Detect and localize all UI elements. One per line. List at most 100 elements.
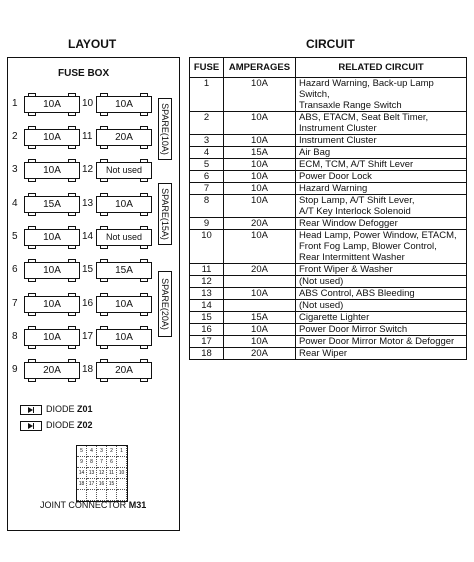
related-circuit-cell: Power Door Mirror Motor & Defogger — [295, 335, 467, 348]
circuit-line: ABS Control, ABS Bleeding — [299, 288, 415, 299]
table-row: 14(Not used) — [189, 299, 467, 312]
fuse-terminal — [100, 126, 108, 129]
circuit-line: Instrument Cluster — [299, 135, 377, 146]
fuse-terminal — [100, 346, 108, 349]
amperage-cell: 10A — [223, 335, 296, 348]
circuit-line: Front Fog Lamp, Blower Control, — [299, 241, 437, 252]
fuse-cell: 4 — [189, 146, 224, 159]
fuse-terminal — [28, 279, 36, 282]
fuse-terminal — [68, 279, 76, 282]
related-circuit-cell: Stop Lamp, A/T Shift Lever,A/T Key Inter… — [295, 194, 467, 218]
table-header-row: FUSE AMPERAGES RELATED CIRCUIT — [189, 57, 467, 78]
fuse-cell: 16 — [189, 323, 224, 336]
fuse-cell: 6 — [189, 170, 224, 183]
connector-pin: 18 — [77, 479, 87, 490]
connector-pin — [77, 490, 87, 501]
fuse-terminal — [28, 146, 36, 149]
connector-pin — [117, 457, 127, 468]
related-circuit-cell: Rear Window Defogger — [295, 217, 467, 230]
fuse-terminal — [68, 259, 76, 262]
fuse-number: 5 — [12, 231, 18, 242]
fuse-terminal — [140, 293, 148, 296]
related-circuit-cell: Hazard Warning — [295, 182, 467, 195]
diode-z01: DIODE Z01 — [20, 404, 93, 415]
connector-pin: 12 — [97, 468, 107, 479]
fuse-number: 18 — [82, 364, 94, 375]
related-circuit-cell: Hazard Warning, Back-up Lamp Switch,Tran… — [295, 77, 467, 112]
fuse-cell: 8 — [189, 194, 224, 218]
header-related-circuit: RELATED CIRCUIT — [295, 57, 467, 78]
fuse-terminal — [140, 93, 148, 96]
fuse-box-title: FUSE BOX — [58, 68, 110, 79]
circuit-line: Stop Lamp, A/T Shift Lever, — [299, 195, 415, 206]
fuse-terminal — [68, 313, 76, 316]
related-circuit-cell: Air Bag — [295, 146, 467, 159]
fuse-terminal — [28, 259, 36, 262]
fuse-terminal — [140, 279, 148, 282]
fuse-terminal — [100, 359, 108, 362]
fuse-number: 9 — [12, 364, 18, 375]
amperage-cell — [223, 275, 296, 288]
circuit-line: Hazard Warning — [299, 183, 368, 194]
fuse-terminal — [68, 346, 76, 349]
amperage-cell: 10A — [223, 194, 296, 218]
fuse-terminal — [28, 113, 36, 116]
fuse-terminal — [100, 213, 108, 216]
fuse-rating: 10A — [24, 162, 80, 179]
connector-pin: 17 — [87, 479, 97, 490]
fuse-3: 10A 3 — [12, 159, 80, 182]
fuse-number: 2 — [12, 131, 18, 142]
circuit-line: Cigarette Lighter — [299, 312, 370, 323]
fuse-cell: 9 — [189, 217, 224, 230]
connector-row — [77, 490, 127, 501]
related-circuit-cell: Instrument Cluster — [295, 134, 467, 147]
diode-icon — [20, 404, 42, 415]
fuse-terminal — [140, 193, 148, 196]
fuse-terminal — [140, 146, 148, 149]
related-circuit-cell: ECM, TCM, A/T Shift Lever — [295, 158, 467, 171]
amperage-cell: 10A — [223, 170, 296, 183]
fuse-terminal — [68, 193, 76, 196]
fuse-terminal — [68, 113, 76, 116]
fuse-number: 3 — [12, 164, 18, 175]
fuse-terminal — [68, 293, 76, 296]
amperage-cell: 10A — [223, 229, 296, 264]
fuse-terminal — [100, 313, 108, 316]
fuse-terminal — [140, 346, 148, 349]
fuse-terminal — [28, 213, 36, 216]
fuse-terminal — [68, 226, 76, 229]
connector-pin: 10 — [117, 468, 127, 479]
fuse-terminal — [68, 146, 76, 149]
circuit-line: Rear Intermittent Washer — [299, 252, 405, 263]
fuse-rating: 10A — [24, 329, 80, 346]
fuse-terminal — [140, 246, 148, 249]
fuse-cell: 1 — [189, 77, 224, 112]
spare-20a: SPARE(20A) — [158, 271, 172, 337]
fuse-rating: 10A — [24, 262, 80, 279]
related-circuit-cell: Power Door Lock — [295, 170, 467, 183]
fuse-number: 14 — [82, 231, 94, 242]
fuse-terminal — [28, 379, 36, 382]
fuse-terminal — [68, 359, 76, 362]
amperage-cell: 10A — [223, 287, 296, 300]
fuse-cell: 7 — [189, 182, 224, 195]
fuse-terminal — [140, 226, 148, 229]
fuse-number: 12 — [82, 164, 94, 175]
